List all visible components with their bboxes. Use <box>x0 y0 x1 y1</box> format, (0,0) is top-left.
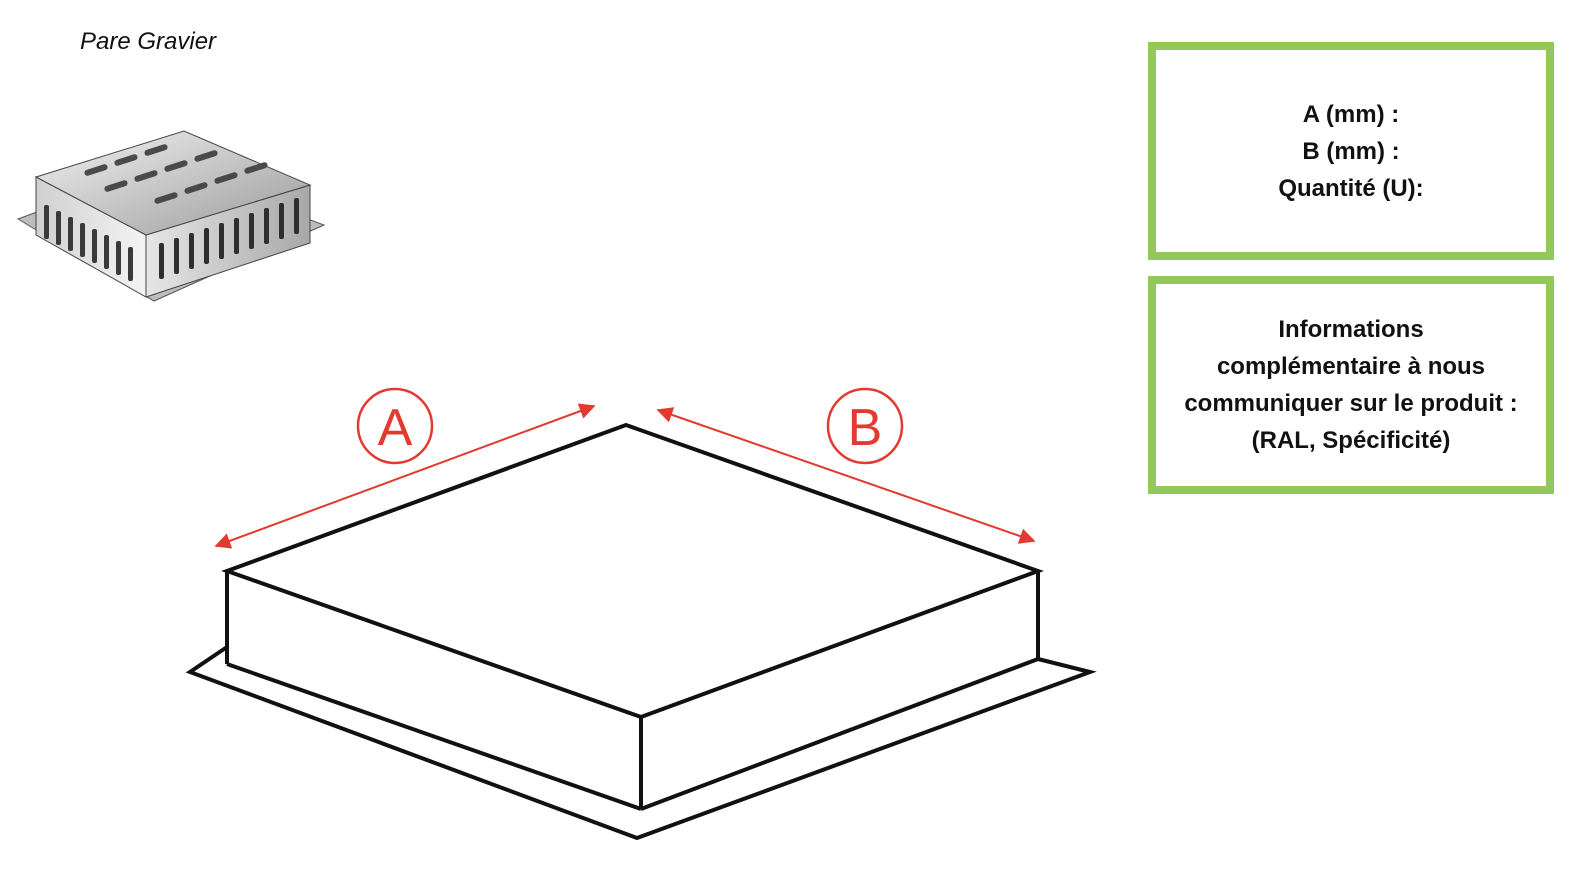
flange-outline <box>185 645 1097 841</box>
dimension-label-b: B <box>848 399 883 457</box>
dimension-circle-a <box>356 387 434 465</box>
dimension-a-label: A (mm) : <box>1302 100 1400 128</box>
additional-info-box: Informations complémentaire à nous commu… <box>1148 276 1554 494</box>
dimension-arrow-b <box>656 407 1036 544</box>
product-title: Pare Gravier <box>80 28 217 55</box>
info-line-4: (RAL, Spécificité) <box>1251 427 1451 454</box>
quantity-label: Quantité (U): <box>1278 174 1424 202</box>
box-outline <box>221 422 1044 811</box>
info-line-1: Informations <box>1278 316 1424 343</box>
info-line-2: complémentaire à nous <box>1216 353 1486 380</box>
dimension-arrow-a <box>214 403 596 549</box>
dimensions-box: A (mm) : B (mm) : Quantité (U): <box>1148 42 1554 260</box>
dimension-b-label: B (mm) : <box>1302 137 1400 165</box>
dimension-label-a: A <box>378 399 413 457</box>
gravel-guard-grate-icon <box>16 130 326 302</box>
dimension-circle-b <box>826 387 904 465</box>
info-line-3: communiquer sur le produit : <box>1184 390 1518 417</box>
